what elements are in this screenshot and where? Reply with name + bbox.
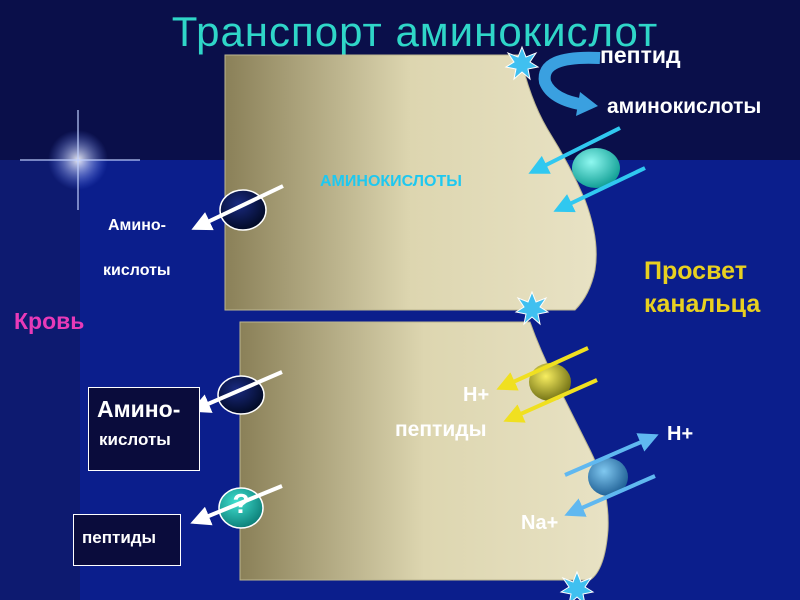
starburst-top xyxy=(504,45,540,81)
lumen-label-2: канальца xyxy=(644,290,761,318)
legend-arrowhead xyxy=(576,92,598,116)
arrow-top-basolateral xyxy=(191,184,284,231)
legend-peptide: пептид xyxy=(600,42,681,68)
box-amino-acids: Амино- кислоты xyxy=(88,387,200,471)
cell-inner-label: АМИНОКИСЛОТЫ xyxy=(320,173,462,190)
starburst-middle xyxy=(514,290,550,326)
cell-bottom xyxy=(239,321,609,581)
top-out-label-2: кислоты xyxy=(103,262,171,279)
arrow-yellow-1 xyxy=(496,346,589,391)
arrow-unknown xyxy=(190,484,283,526)
arrow-yellow-2 xyxy=(503,378,598,423)
box-amino-line1: Амино- xyxy=(97,396,181,422)
peptides-label: пептиды xyxy=(395,418,487,441)
top-out-label-1: Амино- xyxy=(108,217,166,234)
box-peptides: пептиды xyxy=(73,514,181,566)
na-plus-label: Na+ xyxy=(521,512,559,534)
page-title: Транспорт аминокислот xyxy=(171,8,659,55)
transporter-peptide-h xyxy=(529,363,571,401)
background-left-strip xyxy=(0,160,80,600)
box-amino-line2: кислоты xyxy=(99,430,171,449)
starburst-bottom xyxy=(559,570,595,600)
arrow-bottom-basolateral xyxy=(190,370,283,413)
h-plus-left: H+ xyxy=(463,384,490,406)
legend-amino-acids: аминокислоты xyxy=(607,95,762,118)
arrow-top-apical-1 xyxy=(528,126,621,174)
arrow-h-out xyxy=(564,433,659,477)
transporter-top-apical xyxy=(572,148,620,188)
question-mark: ? xyxy=(232,488,250,519)
transporter-na-h xyxy=(588,458,628,496)
cell-top xyxy=(224,54,597,311)
arrow-na-in xyxy=(564,474,656,517)
blood-label: Кровь xyxy=(14,308,85,334)
arrow-top-apical-2 xyxy=(553,166,646,213)
legend-curved-arrow xyxy=(538,51,601,111)
lumen-label-1: Просвет xyxy=(644,257,747,285)
h-plus-right: H+ xyxy=(667,423,694,445)
box-peptides-label: пептиды xyxy=(82,528,157,547)
